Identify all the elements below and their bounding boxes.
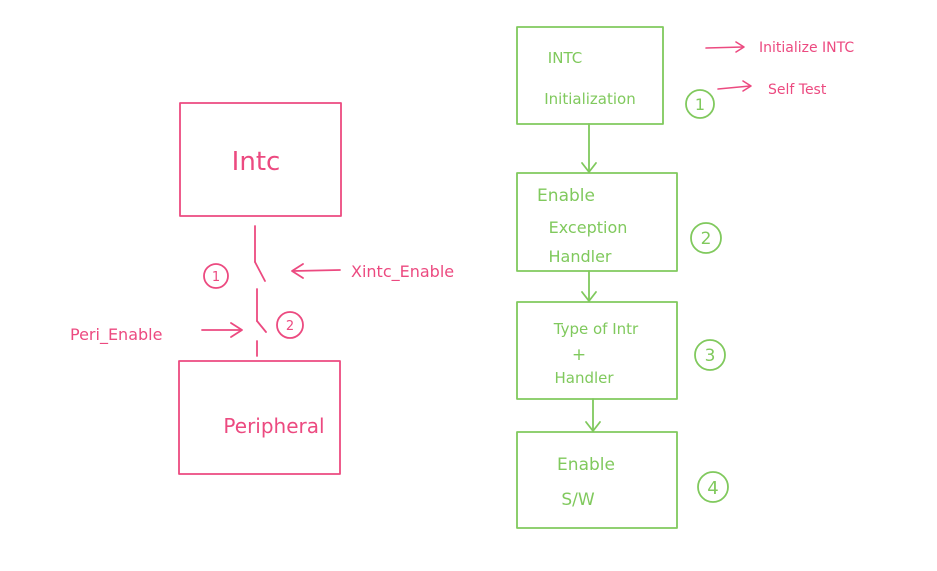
- step-4-line-1: Enable: [557, 455, 615, 475]
- intc-box: [179, 102, 342, 217]
- step-2-line-3: Handler: [549, 247, 612, 266]
- intc-box-label: Intc: [232, 147, 281, 177]
- hardware-labels: Intc Peripheral 1 2 Xintc_Enable Peri_En…: [70, 147, 454, 438]
- flowchart: [516, 26, 729, 529]
- xintc-arrow-head: [291, 263, 304, 279]
- step-1-line-2: Initialization: [544, 90, 635, 108]
- note-1-arrow-line: [705, 46, 744, 49]
- step-1-number: 1: [695, 95, 705, 114]
- hardware-diagram: [178, 102, 342, 475]
- step-4-line-2: S/W: [561, 490, 595, 510]
- switch-2-lever: [256, 320, 267, 333]
- peri-arrow-head: [230, 322, 243, 338]
- note-self-test: Self Test: [768, 82, 827, 98]
- step-3-line-1: Type of Intr: [553, 320, 639, 338]
- peri-enable-label: Peri_Enable: [70, 325, 162, 345]
- note-2-arrow-head: [742, 80, 752, 92]
- step-3-circle: [694, 339, 726, 371]
- flowchart-labels: INTC Initialization 1 Enable Exception H…: [537, 49, 719, 510]
- step-2-line-2: Exception: [549, 218, 628, 237]
- connector-1-2-head: [581, 162, 597, 173]
- switch-2-number: 2: [286, 319, 294, 334]
- peripheral-box-label: Peripheral: [223, 414, 324, 438]
- step-2-line-1: Enable: [537, 186, 595, 206]
- switch-1-number: 1: [212, 270, 220, 285]
- step-4-box: [516, 431, 678, 529]
- step-3-number: 3: [705, 346, 716, 366]
- step-3-line-3: Handler: [554, 369, 614, 387]
- note-initialize-intc: Initialize INTC: [759, 40, 854, 56]
- step-3-box: [516, 301, 678, 400]
- step-2-number: 2: [701, 229, 712, 249]
- step-4-number: 4: [707, 478, 718, 499]
- step-4-circle: [697, 471, 729, 503]
- step-2-circle: [690, 222, 722, 254]
- note-1-arrow-head: [735, 41, 745, 53]
- switch-2-circle: [276, 311, 304, 339]
- connector-2-3-head: [581, 291, 597, 302]
- step-2-box: [516, 172, 678, 272]
- connector-3-4-head: [585, 421, 601, 432]
- step-1-circle: [685, 89, 715, 119]
- xintc-enable-label: Xintc_Enable: [351, 262, 454, 282]
- step-1-notes-text: Initialize INTC Self Test: [759, 40, 854, 98]
- step-1-box: [516, 26, 664, 125]
- switch-1-lever: [254, 261, 266, 282]
- step-3-line-2: +: [572, 345, 586, 365]
- switch-1-circle: [203, 263, 229, 289]
- note-2-arrow-line: [717, 85, 751, 90]
- step-1-line-1: INTC: [548, 49, 582, 67]
- xintc-arrow-line: [292, 269, 341, 272]
- step-1-notes: [705, 41, 752, 92]
- peripheral-box: [178, 360, 341, 475]
